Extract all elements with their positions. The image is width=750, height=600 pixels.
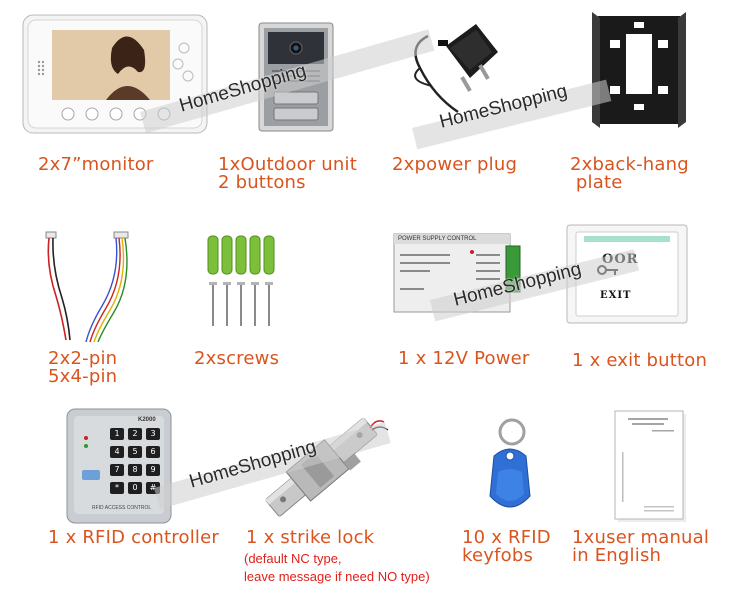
label-keyfobs: 10 x RFID bbox=[462, 527, 551, 548]
keypad-key: 7 bbox=[114, 465, 120, 474]
rfid-keyfob-image bbox=[480, 412, 540, 520]
strike-lock-note-line1: (default NC type, bbox=[244, 551, 342, 566]
keypad-footer: RFID ACCESS CONTROL bbox=[92, 505, 152, 511]
power-supply-title: POWER SUPPLY CONTROL bbox=[398, 236, 477, 242]
keypad-key: * bbox=[115, 483, 119, 492]
keypad-brand: K2000 bbox=[138, 417, 156, 423]
user-manual-image bbox=[614, 410, 688, 524]
keypad-key: 1 bbox=[114, 429, 120, 438]
label-screws: 2xscrews bbox=[194, 348, 280, 369]
label-keyfobs-line2: keyfobs bbox=[462, 545, 534, 566]
keypad-key: # bbox=[146, 482, 160, 494]
label-cables-line2: 5x4-pin bbox=[48, 366, 118, 387]
label-back-hang-line2: plate bbox=[570, 172, 623, 193]
screws-image bbox=[200, 232, 284, 332]
label-12v-power: 1 x 12V Power bbox=[398, 348, 530, 369]
label-outdoor-unit: 1xOutdoor unit bbox=[218, 154, 357, 175]
label-user-manual: 1xuser manual bbox=[572, 527, 710, 548]
label-back-hang: 2xback-hang bbox=[570, 154, 689, 175]
keypad-key: 4 bbox=[114, 447, 120, 456]
label-exit-button: 1 x exit button bbox=[572, 350, 708, 371]
label-outdoor-unit-line2: 2 buttons bbox=[218, 172, 306, 193]
keypad-key: 3 bbox=[150, 429, 156, 438]
back-hang-plate-image bbox=[590, 10, 688, 132]
keypad-key: 2 bbox=[132, 429, 138, 438]
label-monitor: 2x7”monitor bbox=[38, 154, 154, 175]
cables-image bbox=[40, 226, 136, 346]
keypad-key: 9 bbox=[150, 465, 156, 474]
label-rfid-controller: 1 x RFID controller bbox=[48, 527, 219, 548]
label-cables: 2x2-pin bbox=[48, 348, 118, 369]
monitor-image bbox=[22, 14, 208, 134]
keypad-key: 0 bbox=[132, 483, 138, 492]
keypad-key: 8 bbox=[132, 465, 138, 474]
label-user-manual-line2: in English bbox=[572, 545, 662, 566]
strike-lock-note-line2: leave message if need NO type) bbox=[244, 569, 430, 584]
label-power-plug: 2xpower plug bbox=[392, 154, 518, 175]
keypad-key: 5 bbox=[132, 447, 138, 456]
exit-sign-line2: EXIT bbox=[600, 290, 632, 301]
rfid-keypad-image bbox=[66, 408, 172, 524]
label-strike-lock: 1 x strike lock bbox=[246, 527, 375, 548]
keypad-key: 6 bbox=[150, 447, 156, 456]
